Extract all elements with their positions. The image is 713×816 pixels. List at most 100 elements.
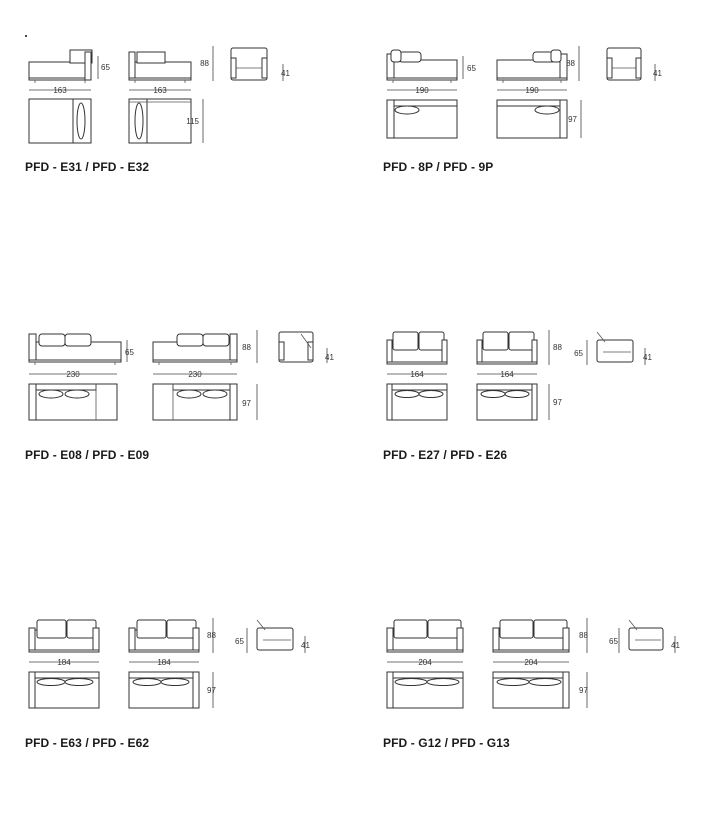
height-label: 65: [609, 637, 618, 646]
height-dimension-65: 65: [609, 628, 620, 653]
side-view: [278, 331, 314, 363]
seat-height-label: 41: [301, 641, 310, 650]
height-dimension-65: 65: [235, 628, 248, 653]
technical-drawing: 65 88 41 163 163: [28, 46, 290, 144]
front-view-right: [152, 333, 238, 365]
top-view-right: [476, 383, 538, 421]
height-dimension-88: 88: [242, 330, 258, 363]
product-pfd-e08-e09: 65 88 41 230 230: [25, 328, 355, 528]
width-label: 184: [57, 658, 71, 667]
back-height-label: 88: [553, 343, 562, 352]
front-view-left: [386, 49, 458, 83]
front-view-left: [386, 331, 448, 365]
seat-height-label: 41: [281, 69, 290, 78]
front-view-left: [28, 333, 122, 365]
height-label: 65: [101, 63, 110, 72]
width-label: 163: [53, 86, 67, 95]
side-view: [628, 619, 664, 651]
height-dimension-88: 88: [207, 618, 216, 653]
product-pfd-e31-e32: 65 88 41 163 163: [25, 44, 355, 244]
width-label-2: 163: [153, 86, 167, 95]
front-view-right: [128, 51, 192, 83]
depth-label: 115: [186, 117, 199, 126]
side-view: [606, 47, 642, 81]
front-view-left: [28, 49, 93, 83]
width-label: 204: [418, 658, 432, 667]
top-view-left: [386, 671, 464, 709]
height-dimension-65: 65: [462, 56, 476, 79]
back-height-label: 88: [207, 631, 216, 640]
technical-drawing: 65 88 41 230 230: [28, 330, 334, 421]
depth-label: 97: [568, 115, 577, 124]
seat-height-label: 41: [643, 353, 652, 362]
depth-label: 97: [579, 686, 588, 695]
height-label: 65: [574, 349, 583, 358]
width-label: 190: [415, 86, 429, 95]
corner-mark: [25, 35, 27, 37]
width-label-2: 184: [157, 658, 171, 667]
height-dimension-65: 65: [574, 340, 588, 365]
top-view-left: [386, 383, 448, 421]
depth-label: 97: [207, 686, 216, 695]
height-label: 65: [467, 64, 476, 73]
side-view: [230, 47, 268, 81]
front-view-right: [496, 49, 568, 83]
width-label-2: 164: [500, 370, 514, 379]
technical-drawing: 88 65 41 184 184: [28, 618, 310, 709]
width-dimension: 163 163: [29, 86, 191, 95]
width-label-2: 204: [524, 658, 538, 667]
technical-drawing: 88 65 41 164 164: [386, 330, 652, 421]
front-view-right: [476, 331, 538, 365]
top-view-right: [152, 383, 238, 421]
height-dimension-88: 88: [579, 618, 588, 653]
back-height-label: 88: [566, 59, 575, 68]
seat-dimension-41: 41: [671, 636, 680, 653]
seat-height-label: 41: [325, 353, 334, 362]
front-view-left: [28, 619, 100, 653]
back-height-label: 88: [242, 343, 251, 352]
height-dimension-65: 65: [125, 340, 134, 362]
front-view-left: [386, 619, 464, 653]
top-view-right: [128, 98, 192, 144]
width-dimension: 204 204: [387, 658, 569, 667]
width-dimension: 190 190: [387, 86, 567, 95]
front-view-right: [492, 619, 570, 653]
side-view: [256, 619, 294, 651]
seat-dimension-41: 41: [301, 636, 310, 653]
width-dimension: 164 164: [387, 370, 537, 379]
product-pfd-e63-e62: 88 65 41 184 184: [25, 616, 355, 816]
product-code: PFD - E08 / PFD - E09: [25, 448, 150, 462]
technical-drawing: 65 88 41 190 190: [386, 46, 662, 139]
depth-label: 97: [553, 398, 562, 407]
width-dimension: 230 230: [29, 370, 237, 379]
seat-dimension-41: 41: [325, 348, 334, 363]
seat-height-label: 41: [671, 641, 680, 650]
product-code: PFD - E63 / PFD - E62: [25, 736, 150, 750]
depth-dimension: 97: [207, 672, 216, 708]
height-dimension-88: 88: [200, 46, 214, 81]
product-code: PFD - E27 / PFD - E26: [383, 448, 508, 462]
seat-dimension-41: 41: [281, 64, 290, 81]
top-view-right: [128, 671, 200, 709]
depth-dimension: 97: [548, 384, 562, 420]
front-view-right: [128, 619, 200, 653]
product-pfd-8p-9p: 65 88 41 190 190: [383, 44, 713, 244]
top-view-left: [28, 98, 92, 144]
width-dimension: 184 184: [29, 658, 199, 667]
depth-dimension: 97: [579, 672, 588, 708]
height-dimension-65: 65: [97, 56, 110, 79]
depth-dimension: 97: [568, 100, 582, 138]
width-label: 164: [410, 370, 424, 379]
depth-dimension: 97: [242, 384, 258, 420]
top-view-left: [386, 99, 458, 139]
product-code: PFD - 8P / PFD - 9P: [383, 160, 494, 174]
seat-dimension-41: 41: [653, 64, 662, 81]
height-label: 65: [235, 637, 244, 646]
product-pfd-e27-e26: 88 65 41 164 164: [383, 328, 713, 528]
side-view: [596, 331, 634, 363]
depth-dimension: 115: [186, 99, 204, 143]
top-view-left: [28, 383, 118, 421]
height-dimension-88: 88: [548, 330, 562, 365]
width-label-2: 230: [188, 370, 202, 379]
top-view-right: [492, 671, 570, 709]
